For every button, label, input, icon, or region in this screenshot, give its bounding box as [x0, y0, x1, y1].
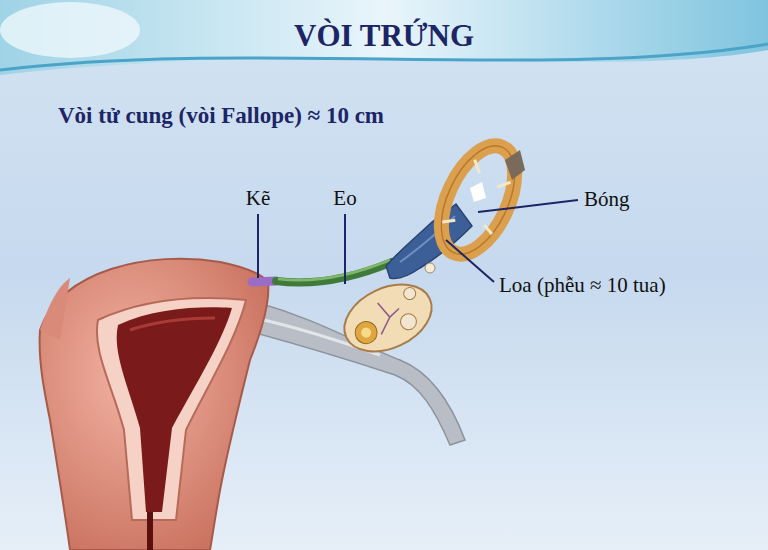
ampulla — [386, 204, 472, 278]
subtitle: Vòi tử cung (vòi Fallope) ≈ 10 cm — [58, 103, 384, 129]
part-label: Kẽ — [246, 186, 271, 211]
leader-line — [344, 214, 346, 284]
cervical-canal — [147, 512, 153, 550]
leader-line — [446, 240, 494, 282]
part-label: Eo — [333, 186, 356, 211]
uterus-left-edge — [40, 278, 70, 340]
header-band — [0, 0, 768, 75]
cavity-fold — [130, 318, 215, 330]
header-light — [0, 2, 140, 58]
ovary — [334, 271, 443, 364]
leader-line — [257, 214, 259, 278]
slide-title: VÒI TRỨNG — [294, 18, 474, 54]
part-label: Loa (phễu ≈ 10 tua) — [499, 273, 666, 298]
ovum — [425, 263, 435, 273]
part-label: Bóng — [584, 187, 630, 212]
fimbriae — [426, 135, 529, 265]
isthmus-highlight — [278, 260, 390, 280]
tube-opening — [470, 182, 486, 202]
uterine-cavity — [117, 307, 232, 512]
fimbria-tip — [505, 150, 525, 180]
uterine-wall — [97, 298, 246, 520]
leader-line — [478, 200, 578, 212]
uterus — [40, 259, 269, 550]
